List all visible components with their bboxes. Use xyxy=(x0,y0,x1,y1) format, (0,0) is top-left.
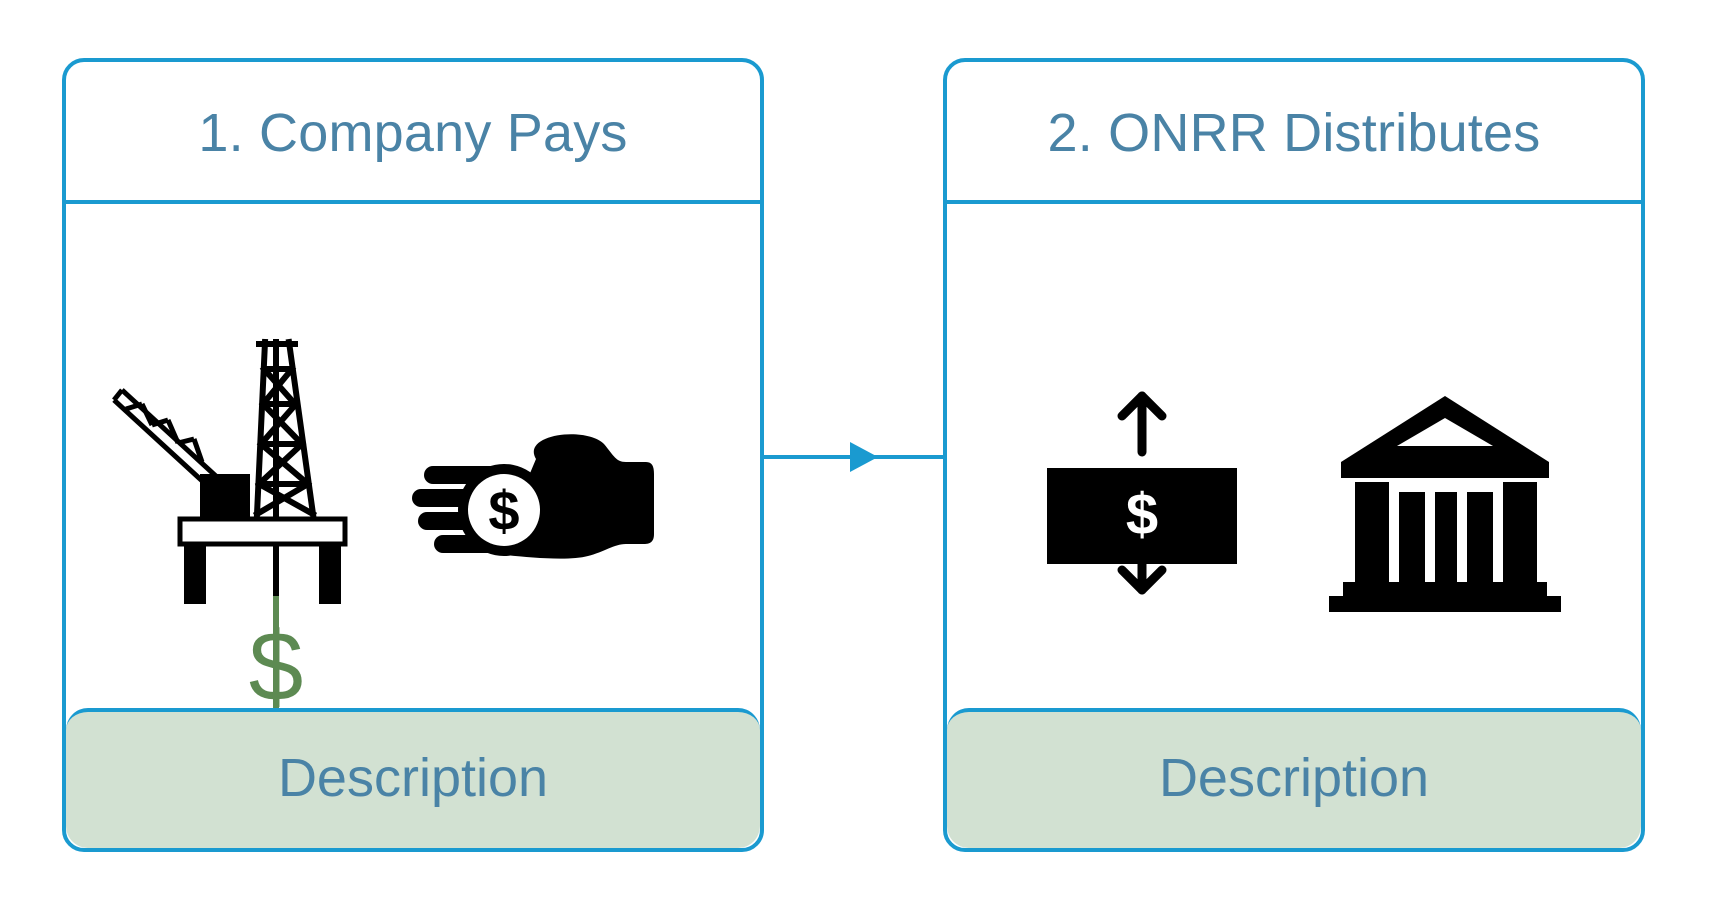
description-label: Description xyxy=(277,748,549,808)
money-distribution-icon: $ xyxy=(1047,391,1237,595)
step-card-company-pays: 1. Company Pays xyxy=(62,58,764,852)
step-illustration: $ $ xyxy=(66,204,760,720)
description-label: Description xyxy=(1158,748,1430,808)
government-building-icon xyxy=(1329,396,1561,612)
description-button[interactable]: Description xyxy=(947,708,1641,848)
arrow-right-icon xyxy=(850,442,878,472)
bill-dollar-symbol: $ xyxy=(1126,482,1158,547)
hand-dollar-symbol: $ xyxy=(488,479,519,542)
step-title: 1. Company Pays xyxy=(198,103,628,163)
offshore-oil-platform-icon: $ xyxy=(112,338,348,720)
step-header: 1. Company Pays xyxy=(66,62,760,204)
step-illustration: $ xyxy=(947,204,1641,720)
step-title: 2. ONRR Distributes xyxy=(1047,103,1541,163)
platform-dollar-symbol: $ xyxy=(249,611,304,720)
step-header: 2. ONRR Distributes xyxy=(947,62,1641,204)
step-card-onrr-distributes: 2. ONRR Distributes $ xyxy=(943,58,1645,852)
description-button[interactable]: Description xyxy=(66,708,760,848)
hand-paying-money-icon: $ xyxy=(412,434,654,559)
